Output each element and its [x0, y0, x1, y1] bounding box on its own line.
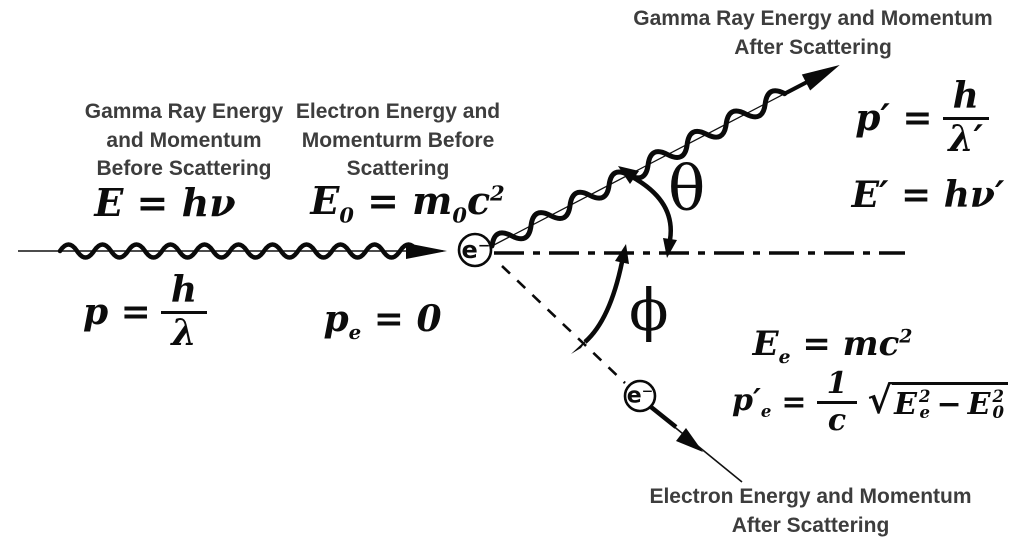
label-electron-before: Electron Energy and Momenturm Before Sca… [295, 100, 501, 181]
scattered-gamma-line [491, 69, 832, 247]
scattered-electron-arrow-shaft [649, 405, 678, 429]
scattered-gamma-arrowhead [801, 64, 840, 91]
label-electron-after: Electron Energy and Momentum After Scatt… [649, 485, 972, 537]
label-gamma-after: Gamma Ray Energy and Momentum After Scat… [633, 7, 993, 59]
eq-gamma-energy-before: E = hν [94, 180, 236, 225]
theta-arc-arrowhead-bottom [663, 238, 677, 258]
target-electron-symbol: e⁻ [461, 235, 491, 264]
theta-arc-arrowhead-top [618, 166, 639, 184]
label-gamma-before: Gamma Ray Energy and Momentum Before Sca… [84, 100, 284, 181]
eq-electron-momentum-before: pe = 0 [323, 298, 442, 345]
incoming-gamma-wave [57, 242, 420, 260]
eq-gamma-momentum-after: p′ = h λ′ [832, 77, 1012, 159]
eq-electron-energy-after: Ee = mc2 [752, 324, 913, 368]
theta-symbol: θ [668, 152, 706, 225]
fraction: h λ [160, 271, 208, 353]
phi-arc-arrowhead-top [615, 244, 629, 264]
eq-gamma-energy-after: E′ = hν′ [851, 174, 1005, 216]
fraction: h λ′ [942, 77, 989, 159]
scattered-electron-circle [623, 379, 657, 413]
theta-angle-arc [632, 176, 673, 241]
radical-icon: √ [867, 378, 893, 422]
fraction: 1 c [816, 368, 858, 436]
phi-arc-arrowhead-bottom [571, 337, 589, 354]
scattered-electron-symbol: e⁻ [626, 383, 654, 409]
eq-electron-energy-before: E0 = m0c2 [310, 178, 505, 228]
incoming-gamma-arrowhead [406, 243, 447, 259]
eq-gamma-momentum-before: p = h λ [45, 271, 245, 353]
scattered-gamma-wave [489, 88, 788, 249]
phi-angle-arc [583, 261, 625, 344]
scattered-electron-arrowhead [676, 428, 703, 452]
electron-trajectory-dashed-line [501, 265, 626, 384]
phi-symbol: ϕ [629, 276, 669, 344]
scattered-gamma-group [489, 64, 840, 249]
target-electron-circle [457, 232, 493, 268]
